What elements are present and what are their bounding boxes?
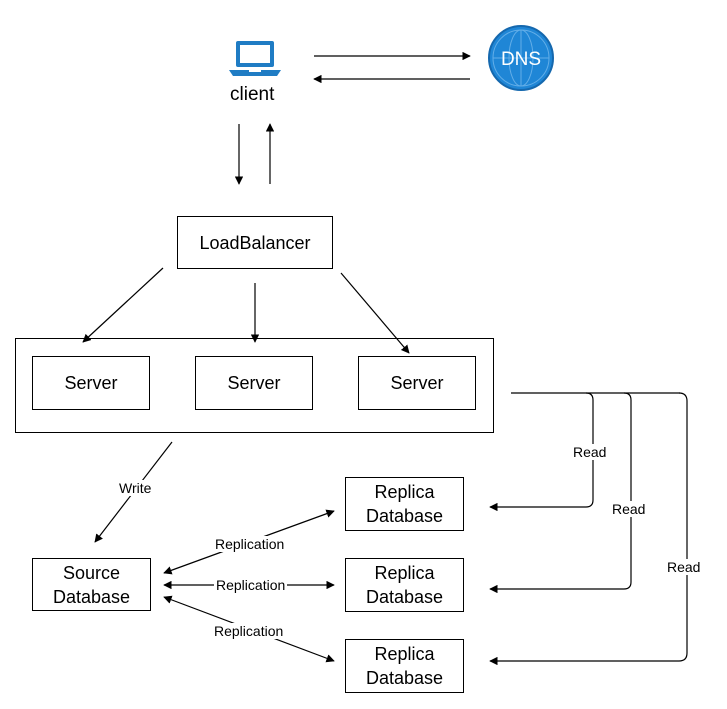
replica-database-node-3: Replica Database: [345, 639, 464, 693]
source-database-node: Source Database: [32, 558, 151, 611]
server-node-1: Server: [32, 356, 150, 410]
replica-1-line2: Database: [365, 506, 444, 526]
load-balancer-node: LoadBalancer: [177, 216, 333, 269]
lb-to-server-1-arrow: [82, 267, 164, 343]
server-node-2: Server: [195, 356, 313, 410]
server-node-3: Server: [358, 356, 476, 410]
server-group: [15, 338, 494, 433]
replica-3-line2: Database: [365, 668, 444, 688]
replica-3-line1: Replica: [374, 644, 435, 664]
laptop-icon: [229, 41, 281, 76]
client-label: client: [230, 84, 275, 105]
replica-database-node-1: Replica Database: [345, 477, 464, 531]
replica-database-node-2: Replica Database: [345, 558, 464, 612]
replication-label-3: Replication: [212, 623, 286, 639]
read-arrow-3: [489, 392, 688, 666]
write-label: Write: [117, 480, 154, 496]
read-label-2: Read: [610, 501, 648, 517]
dns-globe-icon: DNS: [488, 25, 554, 91]
dns-label: DNS: [501, 49, 541, 70]
read-arrow-1: [489, 392, 594, 512]
source-db-line1: Source: [62, 562, 121, 583]
read-label-3: Read: [665, 559, 703, 575]
replication-label-2: Replication: [214, 577, 288, 593]
replica-1-line1: Replica: [374, 482, 435, 502]
read-arrow-2: [489, 392, 632, 594]
source-db-line2: Database: [52, 586, 131, 607]
replication-label-1: Replication: [213, 536, 287, 552]
read-label-1: Read: [571, 444, 609, 460]
replica-2-line2: Database: [365, 587, 444, 607]
lb-to-server-3-arrow: [340, 272, 410, 354]
replica-2-line1: Replica: [374, 563, 435, 583]
